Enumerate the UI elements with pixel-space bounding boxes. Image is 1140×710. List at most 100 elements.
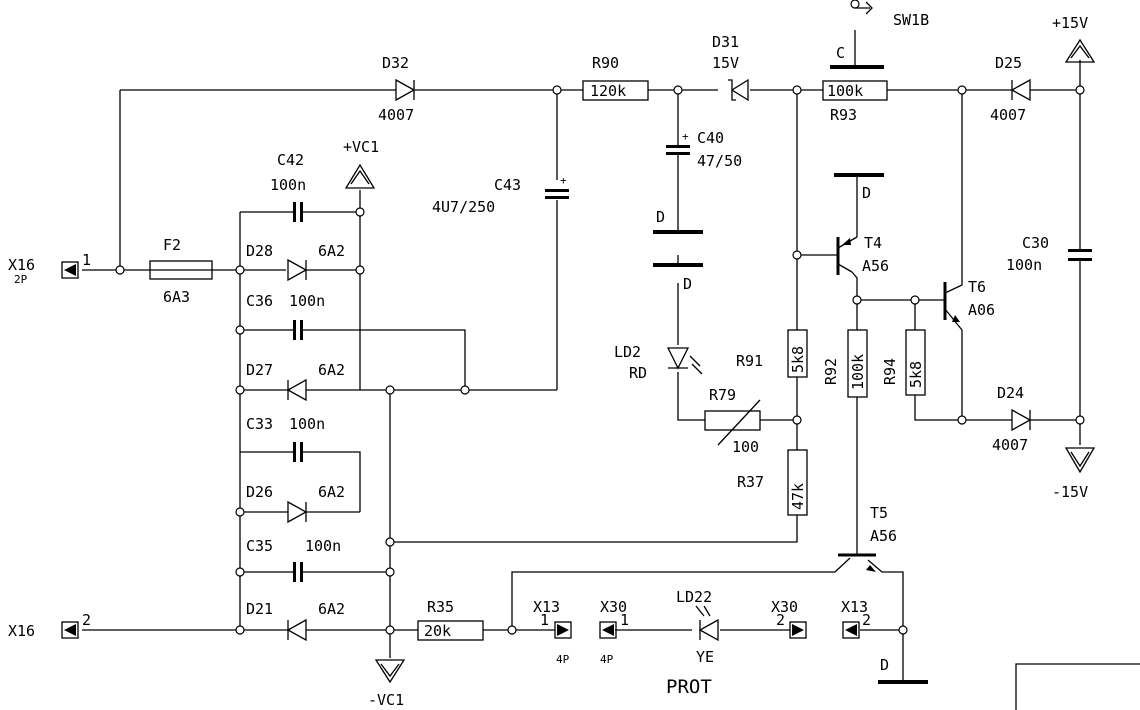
svg-text:C30: C30 <box>1022 234 1049 252</box>
svg-text:100n: 100n <box>1006 256 1042 274</box>
svg-text:6A2: 6A2 <box>318 600 345 618</box>
svg-text:2: 2 <box>82 611 91 629</box>
svg-text:-15V: -15V <box>1052 483 1088 501</box>
zener-d31: D31 15V <box>712 33 749 102</box>
svg-text:X13: X13 <box>841 598 868 616</box>
pad-label-d3: D <box>862 184 871 202</box>
capacitor-c42: C42 100n <box>270 151 306 222</box>
svg-text:R93: R93 <box>830 106 857 124</box>
svg-text:20k: 20k <box>424 622 451 640</box>
svg-text:R92: R92 <box>822 358 840 385</box>
pads <box>653 65 928 684</box>
transistor-t6: T6 A06 <box>943 278 995 331</box>
svg-text:1: 1 <box>540 611 549 629</box>
svg-text:D24: D24 <box>997 384 1024 402</box>
svg-text:D28: D28 <box>246 242 273 260</box>
svg-text:+VC1: +VC1 <box>343 138 379 156</box>
potentiometer-r79: R79 100 <box>704 386 761 456</box>
svg-text:A56: A56 <box>862 257 889 275</box>
diode-d28: D28 6A2 <box>246 242 345 282</box>
svg-text:+: + <box>682 130 689 143</box>
resistor-r90: 120k R90 <box>582 54 649 101</box>
svg-text:T4: T4 <box>864 234 882 252</box>
svg-text:D31: D31 <box>712 33 739 51</box>
capacitor-c36: C36 100n <box>246 292 325 340</box>
resistor-r35: 20k R35 <box>417 598 484 641</box>
svg-text:2P: 2P <box>14 273 28 286</box>
diode-d32: D32 4007 <box>378 54 416 124</box>
svg-text:A06: A06 <box>968 301 995 319</box>
svg-text:R90: R90 <box>592 54 619 72</box>
svg-text:-VC1: -VC1 <box>368 691 404 709</box>
svg-text:LD22: LD22 <box>676 588 712 606</box>
svg-text:6A2: 6A2 <box>318 361 345 379</box>
svg-text:1: 1 <box>82 251 91 269</box>
svg-text:2: 2 <box>862 611 871 629</box>
fuse-f2: F2 6A3 <box>149 236 213 306</box>
svg-text:100n: 100n <box>270 176 306 194</box>
svg-text:C43: C43 <box>494 176 521 194</box>
svg-text:C: C <box>836 44 845 62</box>
resistor-r93: 100k R93 <box>822 80 888 124</box>
svg-text:X30: X30 <box>771 598 798 616</box>
svg-text:+15V: +15V <box>1052 14 1088 32</box>
svg-text:X30: X30 <box>600 598 627 616</box>
connector-x16-pin2: X16 2 <box>8 611 91 640</box>
svg-text:F2: F2 <box>163 236 181 254</box>
capacitor-c43: + C43 4U7/250 <box>432 174 569 216</box>
svg-text:100n: 100n <box>289 292 325 310</box>
capacitor-c40: + C40 47/50 <box>666 129 742 170</box>
svg-text:X16: X16 <box>8 256 35 274</box>
svg-text:6A2: 6A2 <box>318 242 345 260</box>
diode-d21: D21 6A2 <box>246 600 345 642</box>
resistor-r37: 47k R37 <box>737 449 808 516</box>
title-block-corner <box>1015 663 1140 710</box>
pad-label-d2: D <box>683 275 692 293</box>
svg-text:R35: R35 <box>427 598 454 616</box>
supply-plus15v: +15V <box>1052 14 1096 63</box>
svg-text:D25: D25 <box>995 54 1022 72</box>
svg-text:100n: 100n <box>305 537 341 555</box>
capacitor-c35: C35 100n <box>246 537 341 582</box>
led-ld2: LD2 RD <box>614 343 703 382</box>
junctions <box>115 0 1085 635</box>
svg-text:6A2: 6A2 <box>318 483 345 501</box>
diode-d26: D26 6A2 <box>246 483 345 524</box>
svg-text:4007: 4007 <box>378 106 414 124</box>
svg-text:4007: 4007 <box>990 106 1026 124</box>
connector-x30-pin1: X30 1 4P <box>599 598 629 666</box>
svg-text:RD: RD <box>629 364 647 382</box>
diode-d25: D25 4007 <box>990 54 1031 124</box>
svg-text:PROT: PROT <box>666 676 712 698</box>
resistor-r94: 5k8 R94 <box>881 329 926 396</box>
svg-text:100n: 100n <box>289 415 325 433</box>
svg-text:100k: 100k <box>849 354 867 390</box>
transistor-t5: T5 A56 <box>838 504 897 572</box>
connector-x13-pin2: X13 2 <box>841 598 871 639</box>
svg-text:R91: R91 <box>736 352 763 370</box>
svg-text:YE: YE <box>696 648 714 666</box>
svg-text:4P: 4P <box>600 653 614 666</box>
wires <box>82 0 1081 680</box>
svg-text:R37: R37 <box>737 473 764 491</box>
diode-d27: D27 6A2 <box>246 361 345 402</box>
svg-text:R79: R79 <box>709 386 736 404</box>
svg-text:A56: A56 <box>870 527 897 545</box>
svg-text:5k8: 5k8 <box>907 361 925 388</box>
connector-x16-pin1: X16 2P 1 <box>8 251 91 286</box>
svg-text:D21: D21 <box>246 600 273 618</box>
svg-text:15V: 15V <box>712 54 739 72</box>
svg-text:D26: D26 <box>246 483 273 501</box>
svg-text:4U7/250: 4U7/250 <box>432 198 495 216</box>
connector-x30-pin2: X30 2 <box>771 598 807 639</box>
svg-text:100k: 100k <box>827 82 863 100</box>
svg-text:1: 1 <box>620 611 629 629</box>
svg-text:C35: C35 <box>246 537 273 555</box>
svg-text:D32: D32 <box>382 54 409 72</box>
switch-sw1b: SW1B C <box>836 1 929 62</box>
resistor-r91: 5k8 R91 <box>736 329 808 378</box>
svg-text:X13: X13 <box>533 598 560 616</box>
svg-text:2: 2 <box>776 611 785 629</box>
pad-label-d4: D <box>880 656 889 674</box>
